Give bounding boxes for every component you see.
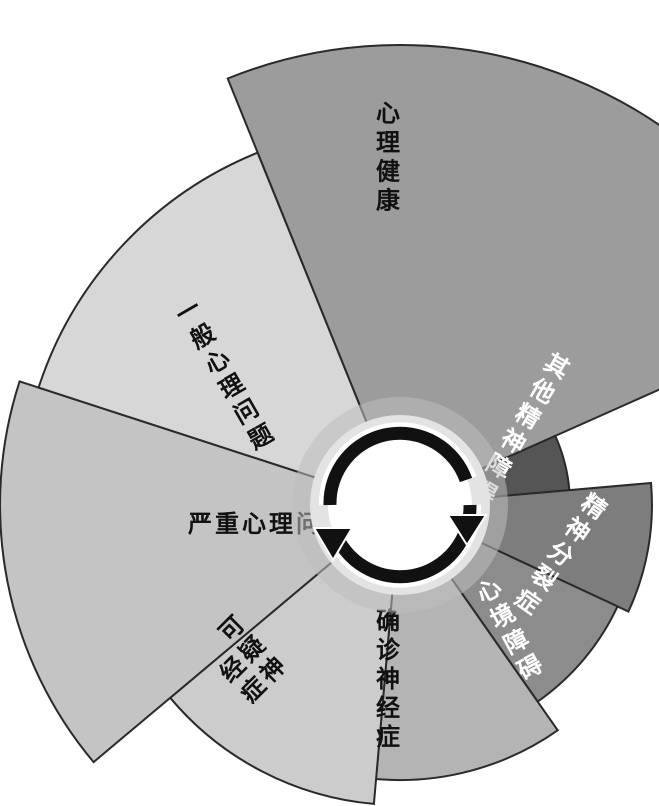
segment-general-problems <box>37 151 402 507</box>
segment-label-neurosis: 确诊神经症 <box>376 607 401 751</box>
circular-arrows-icon <box>312 422 488 588</box>
segment-health <box>226 44 659 507</box>
segment-label-health: 心理健康 <box>376 100 401 215</box>
center-cycle <box>292 397 508 613</box>
